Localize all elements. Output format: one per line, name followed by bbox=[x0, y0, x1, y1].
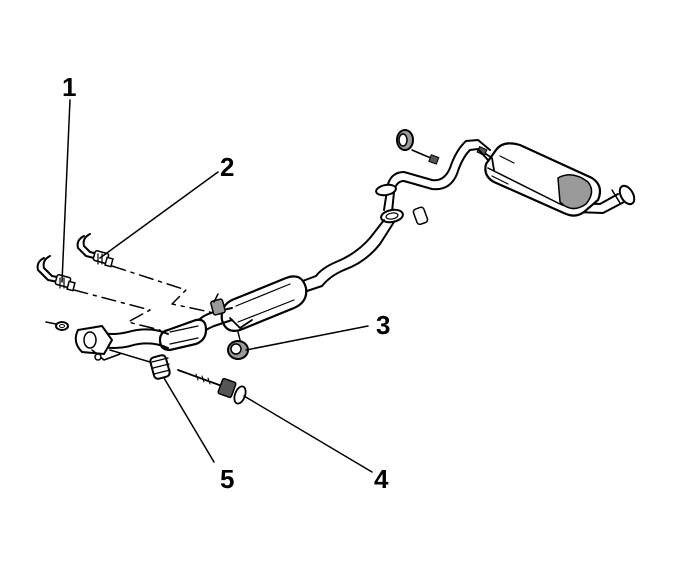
callout-2: 2 bbox=[220, 152, 234, 182]
callout-3: 3 bbox=[376, 310, 390, 340]
resonator bbox=[220, 275, 308, 332]
muffler bbox=[476, 142, 602, 217]
catalytic-converter bbox=[158, 293, 233, 352]
locator-lines bbox=[73, 265, 211, 331]
front-pipe bbox=[74, 324, 169, 361]
intermediate-pipe bbox=[383, 129, 491, 213]
manifold-gasket bbox=[45, 321, 69, 331]
callout-1: 1 bbox=[62, 72, 76, 102]
callout-5: 5 bbox=[220, 464, 234, 494]
insulator-3 bbox=[227, 331, 249, 360]
bolt-4 bbox=[177, 369, 247, 405]
leader-lines bbox=[61, 99, 373, 473]
oxygen-sensor-2 bbox=[76, 233, 114, 268]
flange-joint bbox=[375, 183, 429, 226]
callout-4: 4 bbox=[374, 464, 389, 494]
front-pipe-to-resonator bbox=[299, 219, 395, 293]
oxygen-sensor-1 bbox=[36, 255, 76, 292]
spring-5 bbox=[109, 349, 171, 380]
